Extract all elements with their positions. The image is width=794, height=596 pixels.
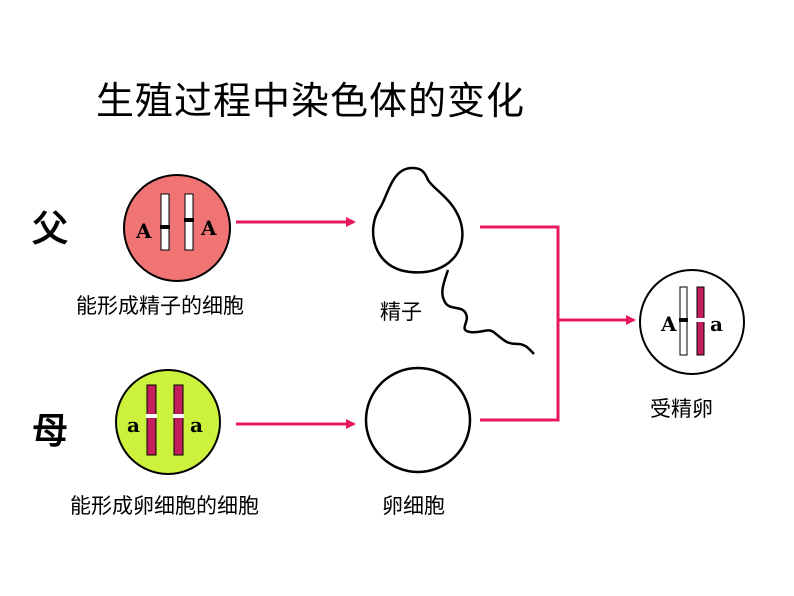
- mother-chromosome-right: [173, 384, 184, 456]
- zygote-gene-marker-paternal: [679, 318, 688, 322]
- sperm-shape: [371, 166, 535, 355]
- mother-cell: [115, 369, 221, 475]
- mother-gene-marker-right: [173, 414, 184, 418]
- mother-label: 母: [32, 411, 69, 452]
- father-allele-right: A: [201, 216, 217, 240]
- father-chromosome-left: [160, 193, 170, 251]
- zygote-allele-left: A: [661, 312, 677, 336]
- sperm-caption: 精子: [380, 300, 422, 324]
- mother-allele-left: a: [127, 413, 140, 437]
- egg-caption: 卵细胞: [382, 494, 445, 518]
- father-allele-left: A: [136, 219, 152, 243]
- zygote-cell: [639, 269, 745, 375]
- egg-cell: [364, 366, 472, 474]
- mother-cell-caption: 能形成卵细胞的细胞: [70, 494, 259, 518]
- father-cell: [123, 174, 231, 282]
- zygote-gene-marker-maternal: [696, 318, 705, 322]
- fertilization-bracket: [480, 225, 560, 422]
- father-gene-marker-left: [160, 225, 170, 229]
- father-cell-caption: 能形成精子的细胞: [76, 294, 244, 318]
- father-label: 父: [32, 209, 69, 250]
- zygote-caption: 受精卵: [650, 397, 713, 421]
- father-gene-marker-right: [184, 218, 194, 222]
- page-title: 生殖过程中染色体的变化: [96, 79, 526, 123]
- zygote-allele-right: a: [710, 312, 723, 336]
- mother-chromosome-left: [146, 384, 157, 456]
- mother-gene-marker-left: [146, 414, 157, 418]
- mother-allele-right: a: [190, 413, 203, 437]
